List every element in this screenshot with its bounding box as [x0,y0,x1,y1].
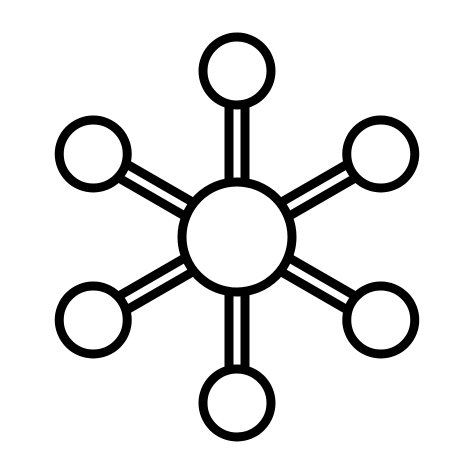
satellite-node-bottom [198,364,276,442]
satellite-node-top [198,32,276,110]
satellite-node-upper-right [342,115,420,193]
satellite-node-lower-left [54,281,132,359]
satellite-node-upper-left [54,115,132,193]
satellite-node-lower-right [342,281,420,359]
central-node [177,177,297,297]
